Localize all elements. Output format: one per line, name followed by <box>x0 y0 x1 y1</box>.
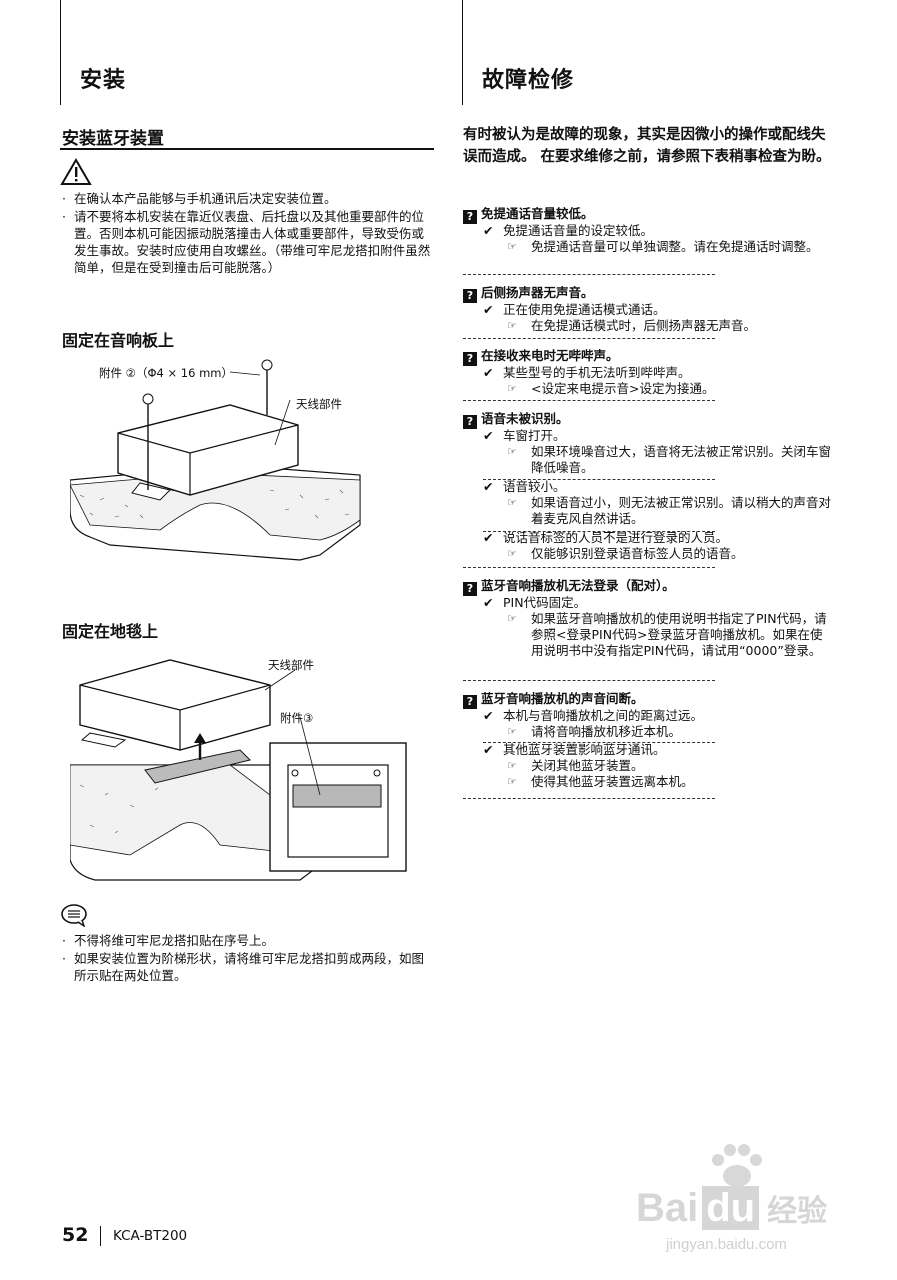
cause-text: PIN代码固定。 <box>503 595 587 610</box>
remedy-text: 如果蓝牙音响播放机的使用说明书指定了PIN代码，请参照<登录PIN代码>登录蓝牙… <box>531 611 827 658</box>
cause-text: 语音较小。 <box>503 479 566 494</box>
page-number: 52 <box>62 1224 89 1246</box>
check-icon: ✔ <box>483 223 494 238</box>
page-title-right: 故障检修 <box>482 68 575 93</box>
problem-entry: ? 语音未被识别。 ✔ 车窗打开。 ☞ 如果环境噪音过大，语音将无法被正常识别。关闭车… <box>463 410 835 562</box>
problem-entry: ? 免提通话音量较低。 ✔ 免提通话音量的设定较低。 ☞ 免提通话音量可以单独调整。请… <box>463 205 835 255</box>
check-icon: ✔ <box>483 428 494 443</box>
problem-title: 语音未被识别。 <box>481 411 569 426</box>
remedy-text: 免提通话音量可以单独调整。请在免提通话时调整。 <box>531 239 819 254</box>
check-icon: ✔ <box>483 595 494 610</box>
note-speech-icon <box>61 904 87 927</box>
cause-text: 本机与音响播放机之间的距离过远。 <box>503 708 704 723</box>
figure2-label-antenna: 天线部件 <box>268 658 314 672</box>
question-icon: ? <box>463 695 477 709</box>
cause-divider <box>483 742 715 743</box>
remedy-text: 关闭其他蓝牙装置。 <box>531 758 644 773</box>
cause-text: 说话音标签的人员不是进行登录的人员。 <box>503 530 729 545</box>
problem-title: 在接收来电时无哔哔声。 <box>481 348 619 363</box>
remedy-icon: ☞ <box>507 547 517 560</box>
problem-divider <box>463 680 715 681</box>
note-item: ·如果安装位置为阶梯形状，请将维可牢尼龙搭扣剪成两段，如图所示贴在两处位置。 <box>62 951 425 983</box>
remedy-icon: ☞ <box>507 445 517 458</box>
troubleshooting-intro: 有时被认为是故障的现象，其实是因微小的操作或配线失误而造成。 在要求维修之前，请… <box>463 127 831 165</box>
check-icon: ✔ <box>483 365 494 380</box>
remedy-icon: ☞ <box>507 240 517 253</box>
question-icon: ? <box>463 352 477 366</box>
remedy-text: <设定来电提示音>设定为接通。 <box>531 381 715 396</box>
watermark-url: jingyan.baidu.com <box>666 1236 787 1253</box>
cause-text: 某些型号的手机无法听到哔哔声。 <box>503 365 691 380</box>
warning-item: ·请不要将本机安装在靠近仪表盘、后托盘以及其他重要部件的位置。否则本机可能因振动… <box>62 209 431 275</box>
problem-divider <box>463 400 715 401</box>
watermark-brand: Bai <box>636 1186 699 1230</box>
figure1-label-antenna: 天线部件 <box>296 397 342 411</box>
subsection-title-speaker-board: 固定在音响板上 <box>62 331 175 350</box>
remedy-text: 如果语音过小，则无法被正常识别。请以稍大的声音对着麦克风自然讲话。 <box>531 495 832 526</box>
remedy-icon: ☞ <box>507 725 517 738</box>
remedy-text: 请将音响播放机移近本机。 <box>531 724 682 739</box>
remedy-icon: ☞ <box>507 775 517 788</box>
warning-item: ·在确认本产品能够与手机通讯后决定安装位置。 <box>62 191 337 206</box>
cause-text: 车窗打开。 <box>503 428 566 443</box>
problem-title: 后侧扬声器无声音。 <box>481 285 594 300</box>
footer-separator <box>100 1226 101 1246</box>
problem-divider <box>463 798 715 799</box>
remedy-text: 使得其他蓝牙装置远离本机。 <box>531 774 694 789</box>
remedy-icon: ☞ <box>507 496 517 509</box>
problem-entry: ? 后侧扬声器无声音。 ✔ 正在使用免提通话模式通话。 ☞ 在免提通话模式时，后侧扬声… <box>463 284 835 334</box>
cause-divider <box>483 531 715 532</box>
question-icon: ? <box>463 289 477 303</box>
cause-divider <box>483 479 715 480</box>
problem-entry: ? 蓝牙音响播放机无法登录（配对）。 ✔ PIN代码固定。 ☞ 如果蓝牙音响播放机的使… <box>463 577 835 659</box>
figure2-label-accessory: 附件③ <box>280 711 314 725</box>
check-icon: ✔ <box>483 742 494 757</box>
remedy-icon: ☞ <box>507 319 517 332</box>
figure-speaker-board-mount <box>70 359 361 561</box>
right-header-rule <box>462 0 463 105</box>
cause-text: 其他蓝牙装置影响蓝牙通讯。 <box>503 742 666 757</box>
problem-title: 免提通话音量较低。 <box>481 206 594 221</box>
question-icon: ? <box>463 415 477 429</box>
check-icon: ✔ <box>483 479 494 494</box>
problem-divider <box>463 338 715 339</box>
problem-entry: ? 蓝牙音响播放机的声音间断。 ✔ 本机与音响播放机之间的距离过远。 ☞ 请将音响播放… <box>463 690 835 790</box>
section-rule <box>60 148 434 150</box>
problem-divider <box>463 274 715 275</box>
warning-triangle-icon <box>60 158 92 185</box>
figure-carpet-mount <box>70 659 407 881</box>
remedy-text: 在免提通话模式时，后侧扬声器无声音。 <box>531 318 757 333</box>
cause-text: 正在使用免提通话模式通话。 <box>503 302 666 317</box>
problem-divider <box>463 567 715 568</box>
section-title: 安装蓝牙装置 <box>62 129 164 149</box>
watermark-cn: 经验 <box>767 1195 828 1228</box>
model-name: KCA-BT200 <box>113 1228 188 1244</box>
remedy-icon: ☞ <box>507 382 517 395</box>
remedy-icon: ☞ <box>507 612 517 625</box>
paw-logo-icon <box>712 1144 762 1187</box>
note-item: ·不得将维可牢尼龙搭扣贴在序号上。 <box>62 933 275 948</box>
remedy-text: 仅能够识别登录语音标签人员的语音。 <box>531 546 744 561</box>
problem-title: 蓝牙音响播放机无法登录（配对）。 <box>481 578 675 593</box>
check-icon: ✔ <box>483 302 494 317</box>
cause-text: 免提通话音量的设定较低。 <box>503 223 654 238</box>
subsection-title-carpet: 固定在地毯上 <box>62 622 159 641</box>
watermark-brand2: du <box>702 1186 760 1230</box>
remedy-text: 如果环境噪音过大，语音将无法被正常识别。关闭车窗降低噪音。 <box>531 444 832 475</box>
question-icon: ? <box>463 210 477 224</box>
page-title-left: 安装 <box>80 68 127 93</box>
remedy-icon: ☞ <box>507 759 517 772</box>
figure1-label-accessory: 附件 ②（Φ4 × 16 mm） <box>99 366 233 380</box>
problem-title: 蓝牙音响播放机的声音间断。 <box>481 691 644 706</box>
check-icon: ✔ <box>483 708 494 723</box>
left-header-rule <box>60 0 61 105</box>
check-icon: ✔ <box>483 530 494 545</box>
problem-entry: ? 在接收来电时无哔哔声。 ✔ 某些型号的手机无法听到哔哔声。 ☞ <设定来电提示音>… <box>463 347 835 397</box>
question-icon: ? <box>463 582 477 596</box>
